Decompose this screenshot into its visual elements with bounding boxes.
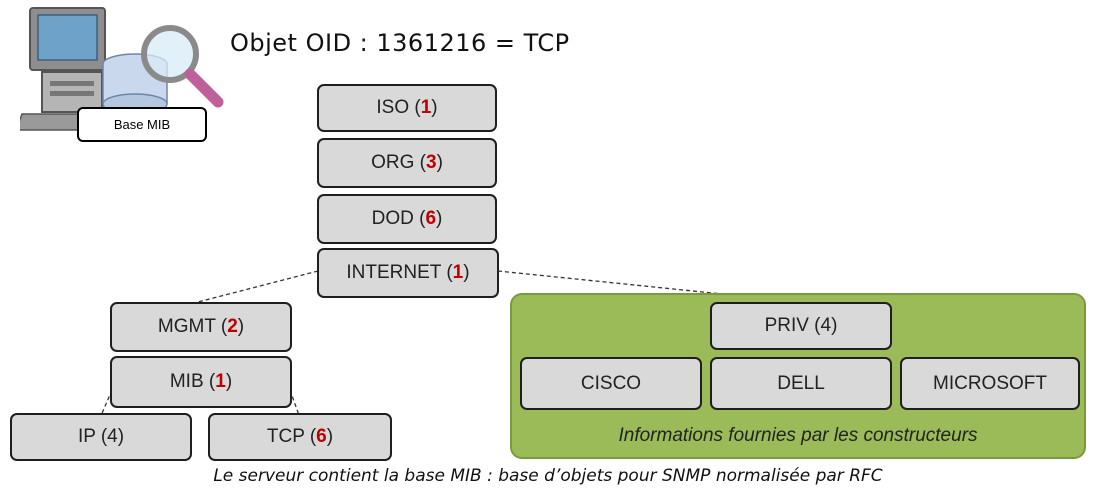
node-mib-name: MIB ( [169,371,216,392]
node-mgmt-number: 2 [227,316,238,337]
node-iso-close: ) [431,97,438,118]
node-iso: ISO (1) [317,84,497,132]
node-tcp-number: 6 [316,426,327,447]
node-ip: IP (4) [10,413,192,461]
node-org-close: ) [436,152,443,173]
node-org-number: 3 [425,152,437,173]
node-dod-close: ) [436,208,443,229]
node-tcp-name: TCP ( [266,426,317,447]
computer-database-icon [20,7,224,131]
node-priv: PRIV (4) [710,302,892,350]
node-internet-number: 1 [452,262,464,283]
node-org: ORG (3) [317,138,497,188]
node-mib-number: 1 [215,371,226,392]
node-dod: DOD (6) [317,194,497,244]
base-mib-label: Base MIB [77,107,207,142]
node-cisco: CISCO [520,357,702,410]
node-tcp-close: ) [326,426,334,447]
node-dell: DELL [710,357,892,410]
oid-title: Objet OID : 1361216 = TCP [230,29,570,57]
line-mib-ip [99,389,113,419]
node-mib: MIB (1) [110,356,292,408]
node-dod-number: 6 [425,208,437,229]
node-priv-label: PRIV (4) [764,315,838,336]
node-internet: INTERNET (1) [317,248,499,298]
node-dod-name: DOD ( [371,208,426,229]
node-microsoft: MICROSOFT [900,357,1080,410]
node-internet-close: ) [463,262,470,283]
node-mgmt-close: ) [237,316,245,337]
node-cisco-label: CISCO [580,372,642,394]
figure-caption: Le serveur contient la base MIB : base d… [213,466,883,486]
node-mgmt-name: MGMT ( [157,316,228,337]
node-mib-close: ) [225,371,233,392]
node-ip-label: IP (4) [77,426,125,447]
node-microsoft-label: MICROSOFT [933,372,1047,394]
line-internet-mgmt [197,270,319,303]
node-internet-name: INTERNET ( [346,262,453,283]
node-iso-name: ISO ( [376,97,421,118]
node-mgmt: MGMT (2) [110,302,292,352]
node-iso-number: 1 [420,97,432,118]
vendor-note: Informations fournies par les constructe… [618,425,978,446]
node-org-name: ORG ( [371,152,426,173]
node-dell-label: DELL [777,372,825,394]
node-tcp: TCP (6) [208,413,392,461]
